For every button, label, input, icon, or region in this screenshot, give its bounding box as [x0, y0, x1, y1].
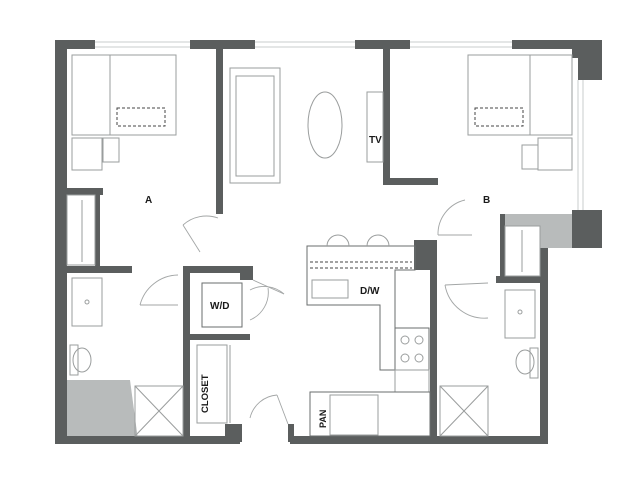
bedroom-a [66, 54, 219, 266]
bathroom-a [69, 274, 184, 437]
tv-label: TV [369, 135, 382, 146]
bathroom-b [439, 282, 539, 437]
bedroom-b [437, 54, 573, 277]
living-room [229, 67, 384, 425]
pantry-label: PAN [318, 410, 328, 428]
dishwasher-label: D/W [360, 286, 380, 297]
closet-label: CLOSET [200, 374, 211, 413]
kitchen [306, 234, 431, 437]
interior-walls [67, 49, 542, 440]
laundry-closet [196, 282, 269, 424]
bedroom-b-label: B [483, 195, 490, 206]
bedroom-a-label: A [145, 195, 152, 206]
exterior-walls [55, 40, 602, 444]
washer-dryer-label: W/D [210, 301, 229, 312]
